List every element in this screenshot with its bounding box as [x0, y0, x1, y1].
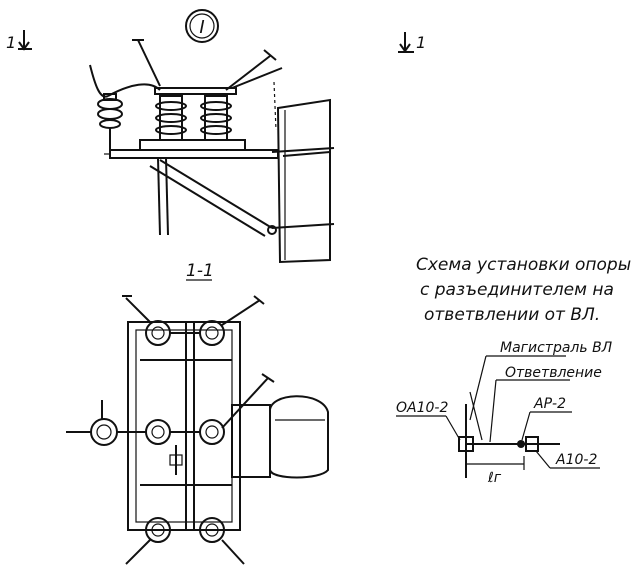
section-mark-left: 1 [6, 30, 32, 52]
insulator-middle [155, 95, 187, 141]
crossarm [109, 149, 279, 159]
scheme-title: Схема установки опоры с разъединителем н… [416, 255, 631, 325]
scheme-title-line1: Схема установки опоры [416, 255, 631, 275]
strut [159, 159, 273, 229]
clamp-right [525, 436, 539, 452]
plan-view [66, 295, 329, 565]
insulator-plan-bottom [145, 517, 225, 543]
section-view-label: 1-1 [186, 261, 214, 281]
label-clamp-left: ОА10-2 [396, 400, 448, 416]
drive-rod [157, 157, 161, 236]
pole-plan [268, 395, 329, 479]
clamp-left [458, 436, 474, 452]
label-main-line: Магистраль ВЛ [500, 340, 613, 356]
label-branch: Ответвление [505, 365, 602, 381]
label-ap: АР-2 [533, 396, 566, 412]
label-length: ℓг [487, 470, 502, 486]
insulator-left [97, 93, 123, 150]
scheme-title-line3: ответвлении от ВЛ. [424, 305, 600, 325]
section-mark-right-number: 1 [416, 33, 426, 52]
insulator-plan-top [145, 320, 225, 346]
pole-body [276, 98, 331, 264]
node-mark-circle: I [185, 9, 219, 43]
scheme-title-line2: с разъединителем на [420, 280, 614, 300]
section-mark-left-number: 1 [6, 33, 16, 52]
disconnector-base [139, 139, 246, 151]
insulator-right [200, 95, 232, 141]
ap-marker [517, 440, 525, 448]
elevation-view [89, 39, 335, 264]
node-mark-label: I [199, 17, 204, 38]
section-mark-right: 1 [398, 32, 426, 53]
insulator-plan-left [66, 400, 146, 446]
branch-scheme: Магистраль ВЛ Ответвление ОА10-2 АР-2 А1… [396, 340, 613, 486]
label-clamp-right: А10-2 [555, 452, 597, 468]
